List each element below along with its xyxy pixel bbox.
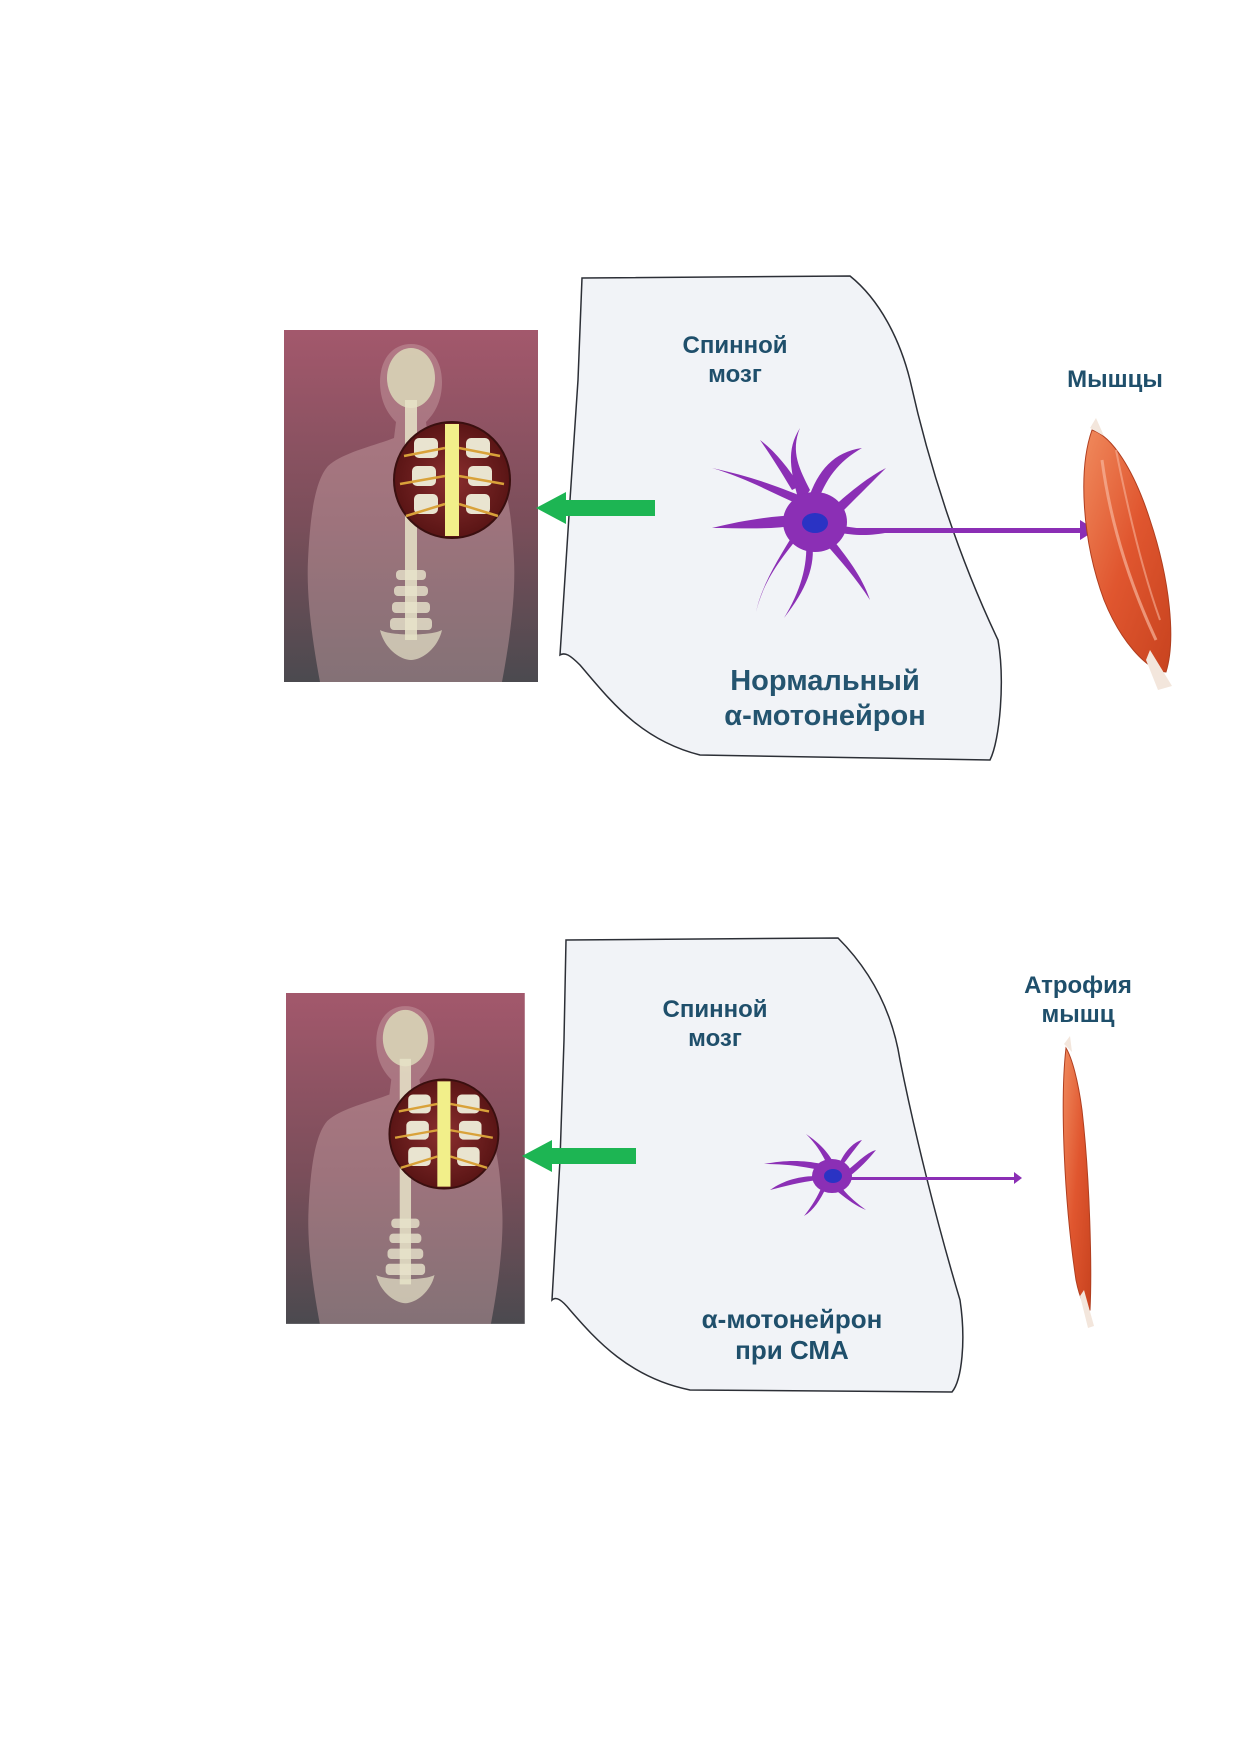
human-spine-illustration-icon: [284, 330, 538, 682]
green-arrow-left-icon: [522, 1140, 636, 1172]
normal-panel: [284, 275, 1172, 761]
sma-neuron-label: α-мотонейрон при СМА: [701, 1304, 883, 1366]
atrophied-muscle-icon: [1062, 1036, 1094, 1328]
normal-muscle-label: Мышцы: [1067, 366, 1163, 393]
neuron-nucleus: [802, 513, 828, 533]
green-arrow-left-icon: [536, 492, 655, 524]
neuron-nucleus: [824, 1169, 842, 1183]
normal-neuron-label: Нормальный α-мотонейрон: [724, 665, 926, 732]
normal-cord-label: Спинной мозг: [682, 332, 788, 388]
sma-panel: [286, 937, 1094, 1393]
muscle-icon: [1083, 418, 1172, 690]
spinal-cord-region: [551, 937, 964, 1393]
sma-muscle-label: Атрофия мышц: [1024, 972, 1132, 1028]
sma-cord-label: Спинной мозг: [662, 996, 768, 1052]
human-spine-illustration-icon: [286, 993, 525, 1324]
